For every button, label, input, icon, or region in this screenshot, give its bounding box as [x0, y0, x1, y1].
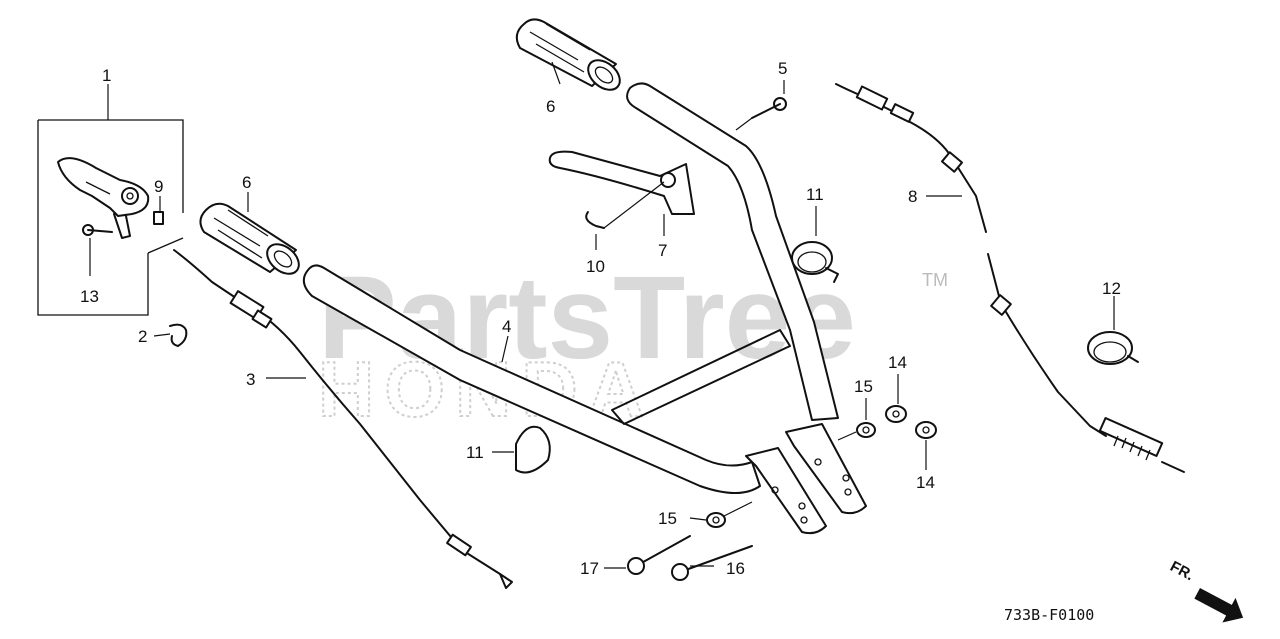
callout-1: 1	[102, 66, 111, 85]
handlebar-icon	[302, 82, 867, 535]
bolt-icon-17	[604, 535, 691, 575]
control-cable-icon-8	[835, 83, 1185, 473]
watermark-tm: TM	[922, 270, 948, 290]
callout-15b: 15	[658, 509, 677, 528]
diagram-code: 733B-F0100	[1004, 606, 1094, 624]
callout-11a: 11	[806, 185, 824, 204]
callout-6a: 6	[242, 173, 251, 192]
cable-clamp-icon-lower	[492, 425, 551, 474]
lever-icon	[548, 150, 695, 236]
callout-4: 4	[502, 317, 511, 336]
callout-14a: 14	[888, 353, 907, 372]
callout-15a: 15	[854, 377, 873, 396]
nut-icon	[885, 374, 907, 423]
cable-clamp-small	[153, 323, 188, 347]
callout-7: 7	[658, 241, 667, 260]
clip-pin-icon	[585, 181, 665, 250]
arrow-icon	[1194, 588, 1244, 623]
callout-12: 12	[1102, 279, 1121, 298]
control-cable-icon	[173, 249, 513, 589]
callout-9: 9	[154, 177, 163, 196]
callout-3: 3	[246, 370, 255, 389]
handle-grip-icon-upper	[515, 18, 621, 91]
throttle-lever-assembly	[37, 84, 184, 316]
callout-5: 5	[778, 59, 787, 78]
handle-grip-icon	[199, 192, 300, 275]
screw-icon	[82, 224, 113, 236]
cable-clamp-icon	[791, 206, 839, 283]
callout-8: 8	[908, 187, 917, 206]
callout-6b: 6	[546, 97, 555, 116]
bolt-icon-16	[671, 545, 753, 581]
washer-icon-2	[689, 501, 753, 528]
washer-icon	[837, 398, 876, 441]
callout-16: 16	[726, 559, 745, 578]
nut-icon-2	[915, 421, 937, 470]
direction-indicator: FR.	[1167, 558, 1244, 623]
bolt-icon-5	[735, 80, 787, 131]
cable-clamp-icon-12	[1087, 296, 1139, 365]
throttle-lever-icon	[57, 157, 150, 239]
clip-icon	[153, 211, 164, 225]
callout-10: 10	[586, 257, 605, 276]
callout-17: 17	[580, 559, 599, 578]
callout-2: 2	[138, 327, 147, 346]
callout-13: 13	[80, 287, 99, 306]
direction-label: FR.	[1167, 558, 1196, 584]
callout-14b: 14	[916, 473, 935, 492]
callout-11b: 11	[466, 443, 484, 462]
